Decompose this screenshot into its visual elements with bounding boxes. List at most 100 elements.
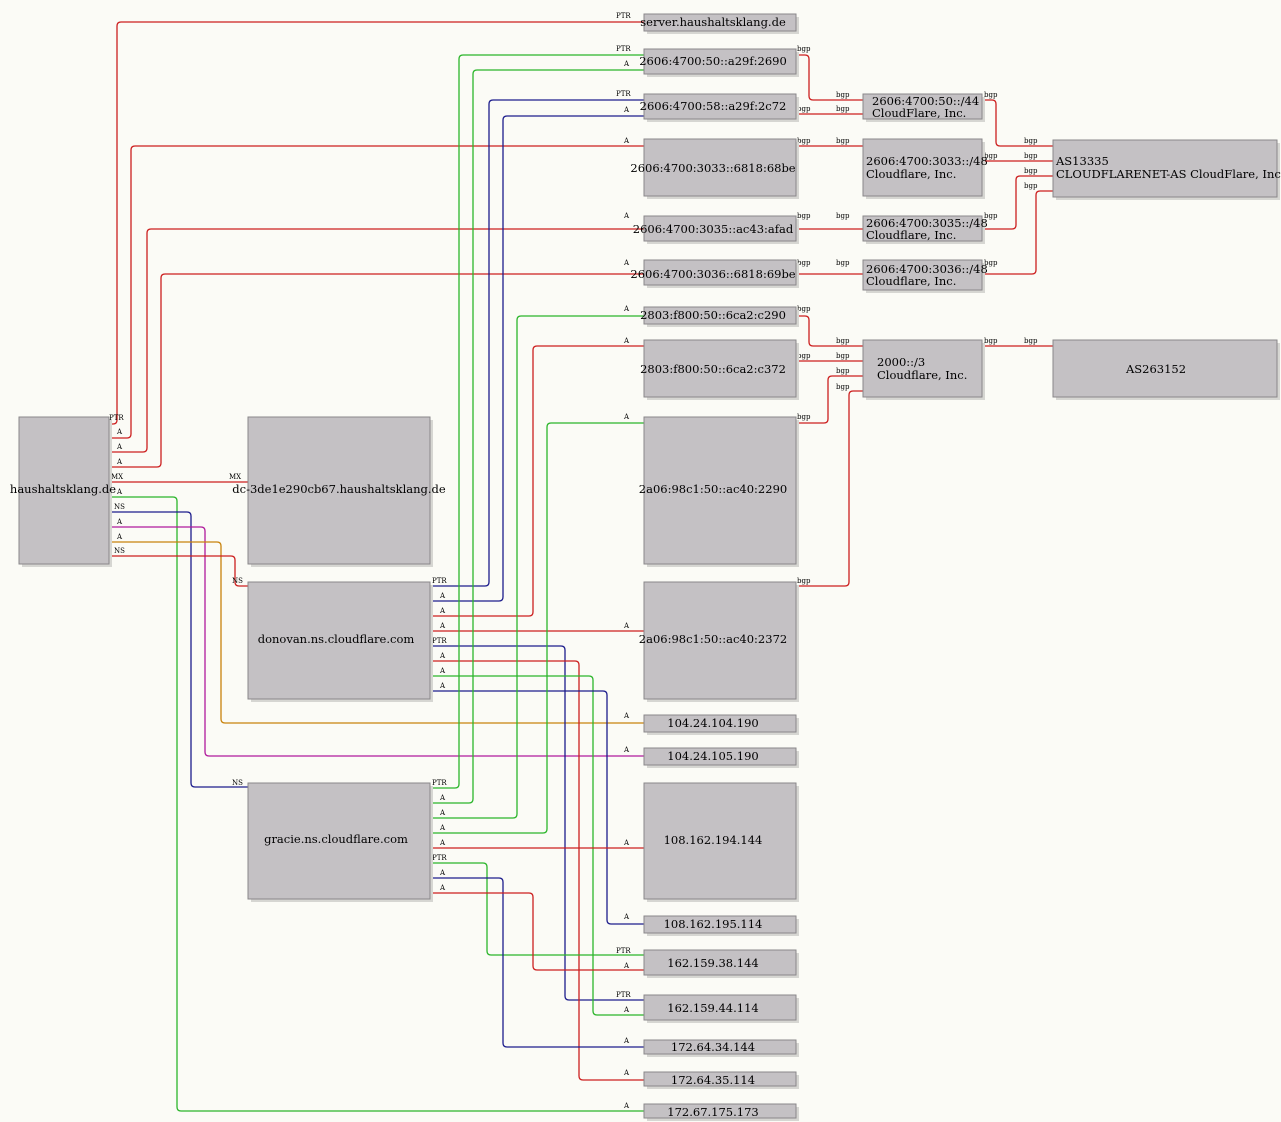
edge-label: A [623,962,630,970]
edge-label: bgp [1024,152,1038,160]
edge-line [796,390,863,587]
edge-label: A [623,746,630,754]
svg-text:108.162.194.144: 108.162.194.144 [664,833,763,847]
prefix-node[interactable]: 2606:4700:3035::/48 Cloudflare, Inc. [862,215,988,244]
edge-line [430,660,644,1081]
ipv6-node[interactable]: 2606:4700:50::a29f:2690 [639,48,799,77]
edge-label: bgp [836,91,850,99]
prefix-node[interactable]: 2606:4700:3033::/48 Cloudflare, Inc. [862,138,988,199]
edge-line [430,345,644,617]
edge-line [430,675,644,1016]
edge-line [430,115,644,602]
svg-text:Cloudflare, Inc.: Cloudflare, Inc. [866,167,956,181]
nameserver-node-gracie[interactable]: gracie.ns.cloudflare.com [247,782,433,902]
ipv4-node[interactable]: 108.162.194.144 [643,782,799,902]
ipv4-node[interactable]: 172.67.175.173 [643,1103,799,1121]
edge-label: NS [232,577,243,585]
ipv6-node[interactable]: 2606:4700:3036::6818:69be [630,259,799,288]
edge-label: bgp [1024,137,1038,145]
svg-text:2a06:98c1:50::ac40:2372: 2a06:98c1:50::ac40:2372 [639,632,787,646]
ipv4-node[interactable]: 104.24.105.190 [643,747,799,768]
edge-label: A [623,305,630,313]
edge-label: A [439,839,446,847]
edge-label: bgp [836,105,850,113]
svg-text:2803:f800:50::6ca2:c290: 2803:f800:50::6ca2:c290 [640,308,786,322]
prefix-node[interactable]: 2606:4700:3036::/48 Cloudflare, Inc. [862,259,988,293]
asn-node[interactable]: AS263152 [1052,339,1280,400]
svg-text:108.162.195.114: 108.162.195.114 [664,917,763,931]
svg-text:162.159.44.114: 162.159.44.114 [667,1001,758,1015]
edge-label: MX [111,473,123,481]
prefix-node[interactable]: 2606:4700:50::/44 CloudFlare, Inc. [862,93,985,122]
edge-label: bgp [797,413,811,421]
edge-label: bgp [797,352,811,360]
ipv6-node[interactable]: 2803:f800:50::6ca2:c372 [640,339,799,400]
edge-label: A [439,824,446,832]
ipv4-node[interactable]: 104.24.104.190 [643,714,799,735]
ipv4-node[interactable]: 162.159.38.144 [643,949,799,978]
edge-label: bgp [836,212,850,220]
edge-label: PTR [616,12,631,20]
edge-label: bgp [984,259,998,267]
ipv6-node[interactable]: 2606:4700:58::a29f:2c72 [640,93,799,122]
edge-label: NS [232,779,243,787]
svg-text:2606:4700:58::a29f:2c72: 2606:4700:58::a29f:2c72 [640,99,787,113]
ipv6-node[interactable]: 2a06:98c1:50::ac40:2290 [639,416,799,567]
edge-line [109,273,644,468]
edge-label: bgp [836,367,850,375]
ipv4-node[interactable]: 172.64.34.144 [643,1039,799,1057]
svg-text:2803:f800:50::6ca2:c372: 2803:f800:50::6ca2:c372 [640,362,786,376]
ipv4-node[interactable]: 172.64.35.114 [643,1071,799,1089]
svg-text:CloudFlare, Inc.: CloudFlare, Inc. [872,106,966,120]
edge-label: A [623,1102,630,1110]
edge-label: A [623,839,630,847]
svg-text:2606:4700:50::a29f:2690: 2606:4700:50::a29f:2690 [639,54,787,68]
edge-label: A [439,592,446,600]
edge-label: A [623,622,630,630]
edge-layer [109,21,1053,1112]
edge-line [430,690,644,925]
svg-text:dc-3de1e290cb67.haushaltsklang: dc-3de1e290cb67.haushaltsklang.de [232,482,446,496]
ipv6-node[interactable]: 2606:4700:3033::6818:68be [630,138,799,199]
svg-text:2606:4700:3033::/48: 2606:4700:3033::/48 [866,154,988,168]
prefix-node[interactable]: 2000::/3 Cloudflare, Inc. [862,339,985,400]
asn-node[interactable]: AS13335 CLOUDFLARENET-AS CloudFlare, Inc… [1052,139,1281,200]
edge-label: A [623,337,630,345]
edge-label: A [439,884,446,892]
edge-label: bgp [797,577,811,585]
ipv6-node[interactable]: 2a06:98c1:50::ac40:2372 [639,581,799,702]
ipv6-node[interactable]: 2803:f800:50::6ca2:c290 [640,306,799,327]
svg-text:2606:4700:3035::ac43:afad: 2606:4700:3035::ac43:afad [633,222,794,236]
edge-label: A [623,1006,630,1014]
edge-label: A [116,443,123,451]
edge-label: bgp [836,352,850,360]
svg-text:2606:4700:3036::/48: 2606:4700:3036::/48 [866,262,988,276]
mx-host-node[interactable]: dc-3de1e290cb67.haushaltsklang.de [232,416,446,567]
domain-node[interactable]: haushaltsklang.de [10,416,116,567]
edge-label: A [116,533,123,541]
edge-line [430,422,644,834]
svg-text:2606:4700:3033::6818:68be: 2606:4700:3033::6818:68be [630,161,795,175]
edge-label: A [623,1069,630,1077]
edge-label: bgp [984,212,998,220]
edge-line [430,892,644,971]
ptr-host-node[interactable]: server.haushaltsklang.de [640,13,799,34]
edge-line [109,228,644,453]
edge-label: A [623,913,630,921]
edge-label: A [439,652,446,660]
edge-line [982,99,1053,147]
svg-text:server.haushaltsklang.de: server.haushaltsklang.de [640,15,786,29]
edge-line [796,54,863,101]
edge-label: bgp [836,337,850,345]
edge-label: PTR [432,854,447,862]
ipv6-node[interactable]: 2606:4700:3035::ac43:afad [633,215,799,244]
svg-text:2a06:98c1:50::ac40:2290: 2a06:98c1:50::ac40:2290 [639,482,787,496]
edge-label: PTR [616,947,631,955]
ipv4-node[interactable]: 162.159.44.114 [643,994,799,1023]
edge-line [109,526,644,757]
edge-label: PTR [432,637,447,645]
ipv4-node[interactable]: 108.162.195.114 [643,915,799,936]
nameserver-node-donovan[interactable]: donovan.ns.cloudflare.com [247,581,433,702]
